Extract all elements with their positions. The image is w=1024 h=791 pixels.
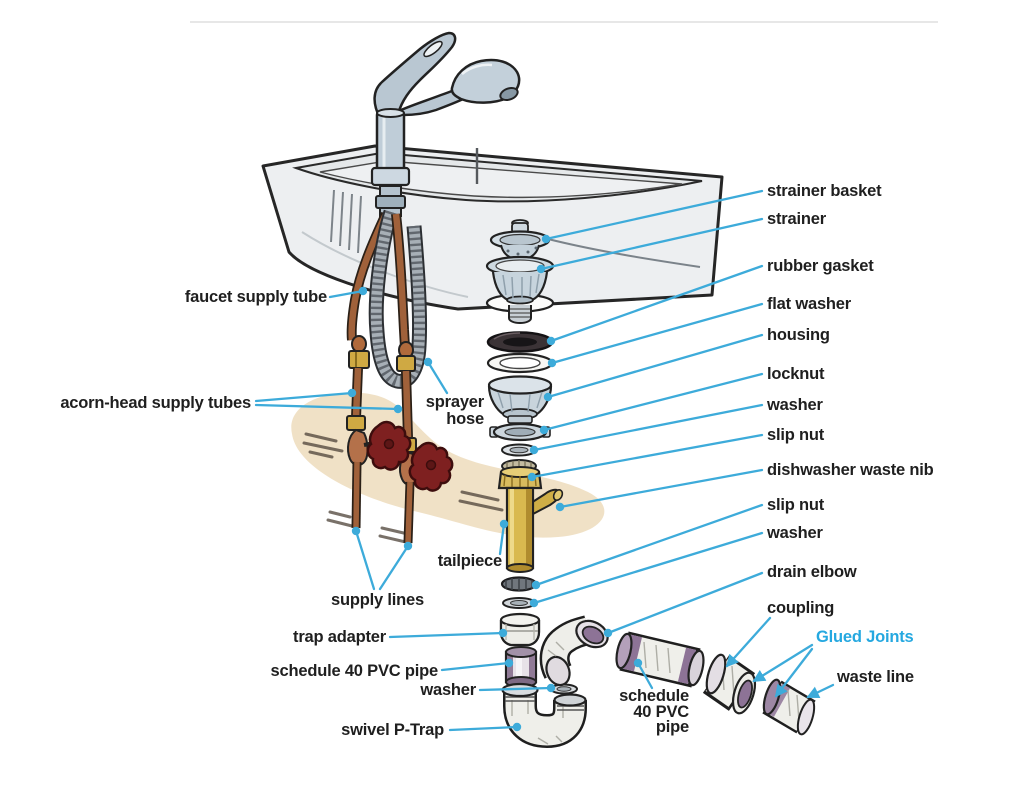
drain-stack [485, 219, 816, 749]
strainer [485, 255, 555, 305]
label-slip-nut-lower: slip nut [767, 496, 825, 514]
flat-washer [486, 352, 554, 374]
strainer-basket [489, 219, 551, 262]
faucet-supply-tube-left [346, 211, 391, 529]
label-washer-lower: washer [767, 524, 823, 542]
tailpiece [497, 466, 564, 573]
drain-elbow [539, 615, 609, 687]
faucet [370, 31, 521, 217]
shutoff-valve-handle-left [366, 420, 412, 471]
label-drain-elbow: drain elbow [767, 563, 857, 581]
label-glued-joints: Glued Joints [816, 628, 914, 646]
label-rubber-gasket: rubber gasket [767, 257, 874, 275]
label-tailpiece: tailpiece [437, 552, 502, 570]
faucet-base [375, 110, 406, 176]
rubber-gasket [486, 331, 554, 353]
label-coupling: coupling [767, 599, 835, 617]
label-washer-left: washer [420, 681, 476, 699]
washer-lower [502, 597, 536, 609]
sprayer-hose [368, 209, 428, 389]
housing [487, 375, 553, 424]
label-supply-lines: supply lines [331, 591, 424, 609]
pvc-pipe-horizontal [615, 631, 705, 688]
supply-plumbing [346, 209, 454, 544]
label-strainer: strainer [767, 210, 826, 228]
label-strainer-basket: strainer basket [767, 182, 882, 200]
leader-lines [254, 189, 835, 732]
label-flat-washer: flat washer [767, 295, 851, 313]
washer-mid [550, 683, 578, 695]
label-washer-upper: washer [767, 396, 823, 414]
label-faucet-supply-tube: faucet supply tube [184, 288, 327, 306]
label-trap-adapter: trap adapter [293, 628, 386, 646]
pvc-pipe-vertical [504, 646, 538, 688]
washer-upper [501, 443, 537, 457]
faucet-handle [373, 31, 457, 120]
sink-basin [261, 144, 724, 311]
label-sprayer-hose: sprayer hose [425, 393, 484, 428]
label-dishwasher-waste-nib: dishwasher waste nib [767, 461, 934, 479]
label-locknut: locknut [767, 365, 825, 383]
leader-dots [347, 234, 643, 732]
locknut [489, 422, 551, 442]
label-waste-line: waste line [837, 668, 914, 686]
label-schedule-40-pvc-pipe-left: schedule 40 PVC pipe [270, 662, 439, 680]
faucet-supply-tube-right [391, 213, 427, 544]
shutoff-valve-handle-right [408, 441, 454, 492]
label-schedule-40-pvc-pipe-center: schedule 40 PVC pipe [619, 687, 689, 736]
label-acorn-head-supply-tubes: acorn-head supply tubes [60, 394, 251, 412]
slip-nut-lower [500, 576, 538, 592]
waste-line-pipe [762, 678, 816, 736]
trap-adapter [499, 612, 541, 647]
coupling [702, 653, 757, 715]
label-slip-nut-upper: slip nut [767, 426, 825, 444]
label-swivel-p-trap: swivel P-Trap [341, 721, 444, 739]
label-housing: housing [767, 326, 830, 344]
